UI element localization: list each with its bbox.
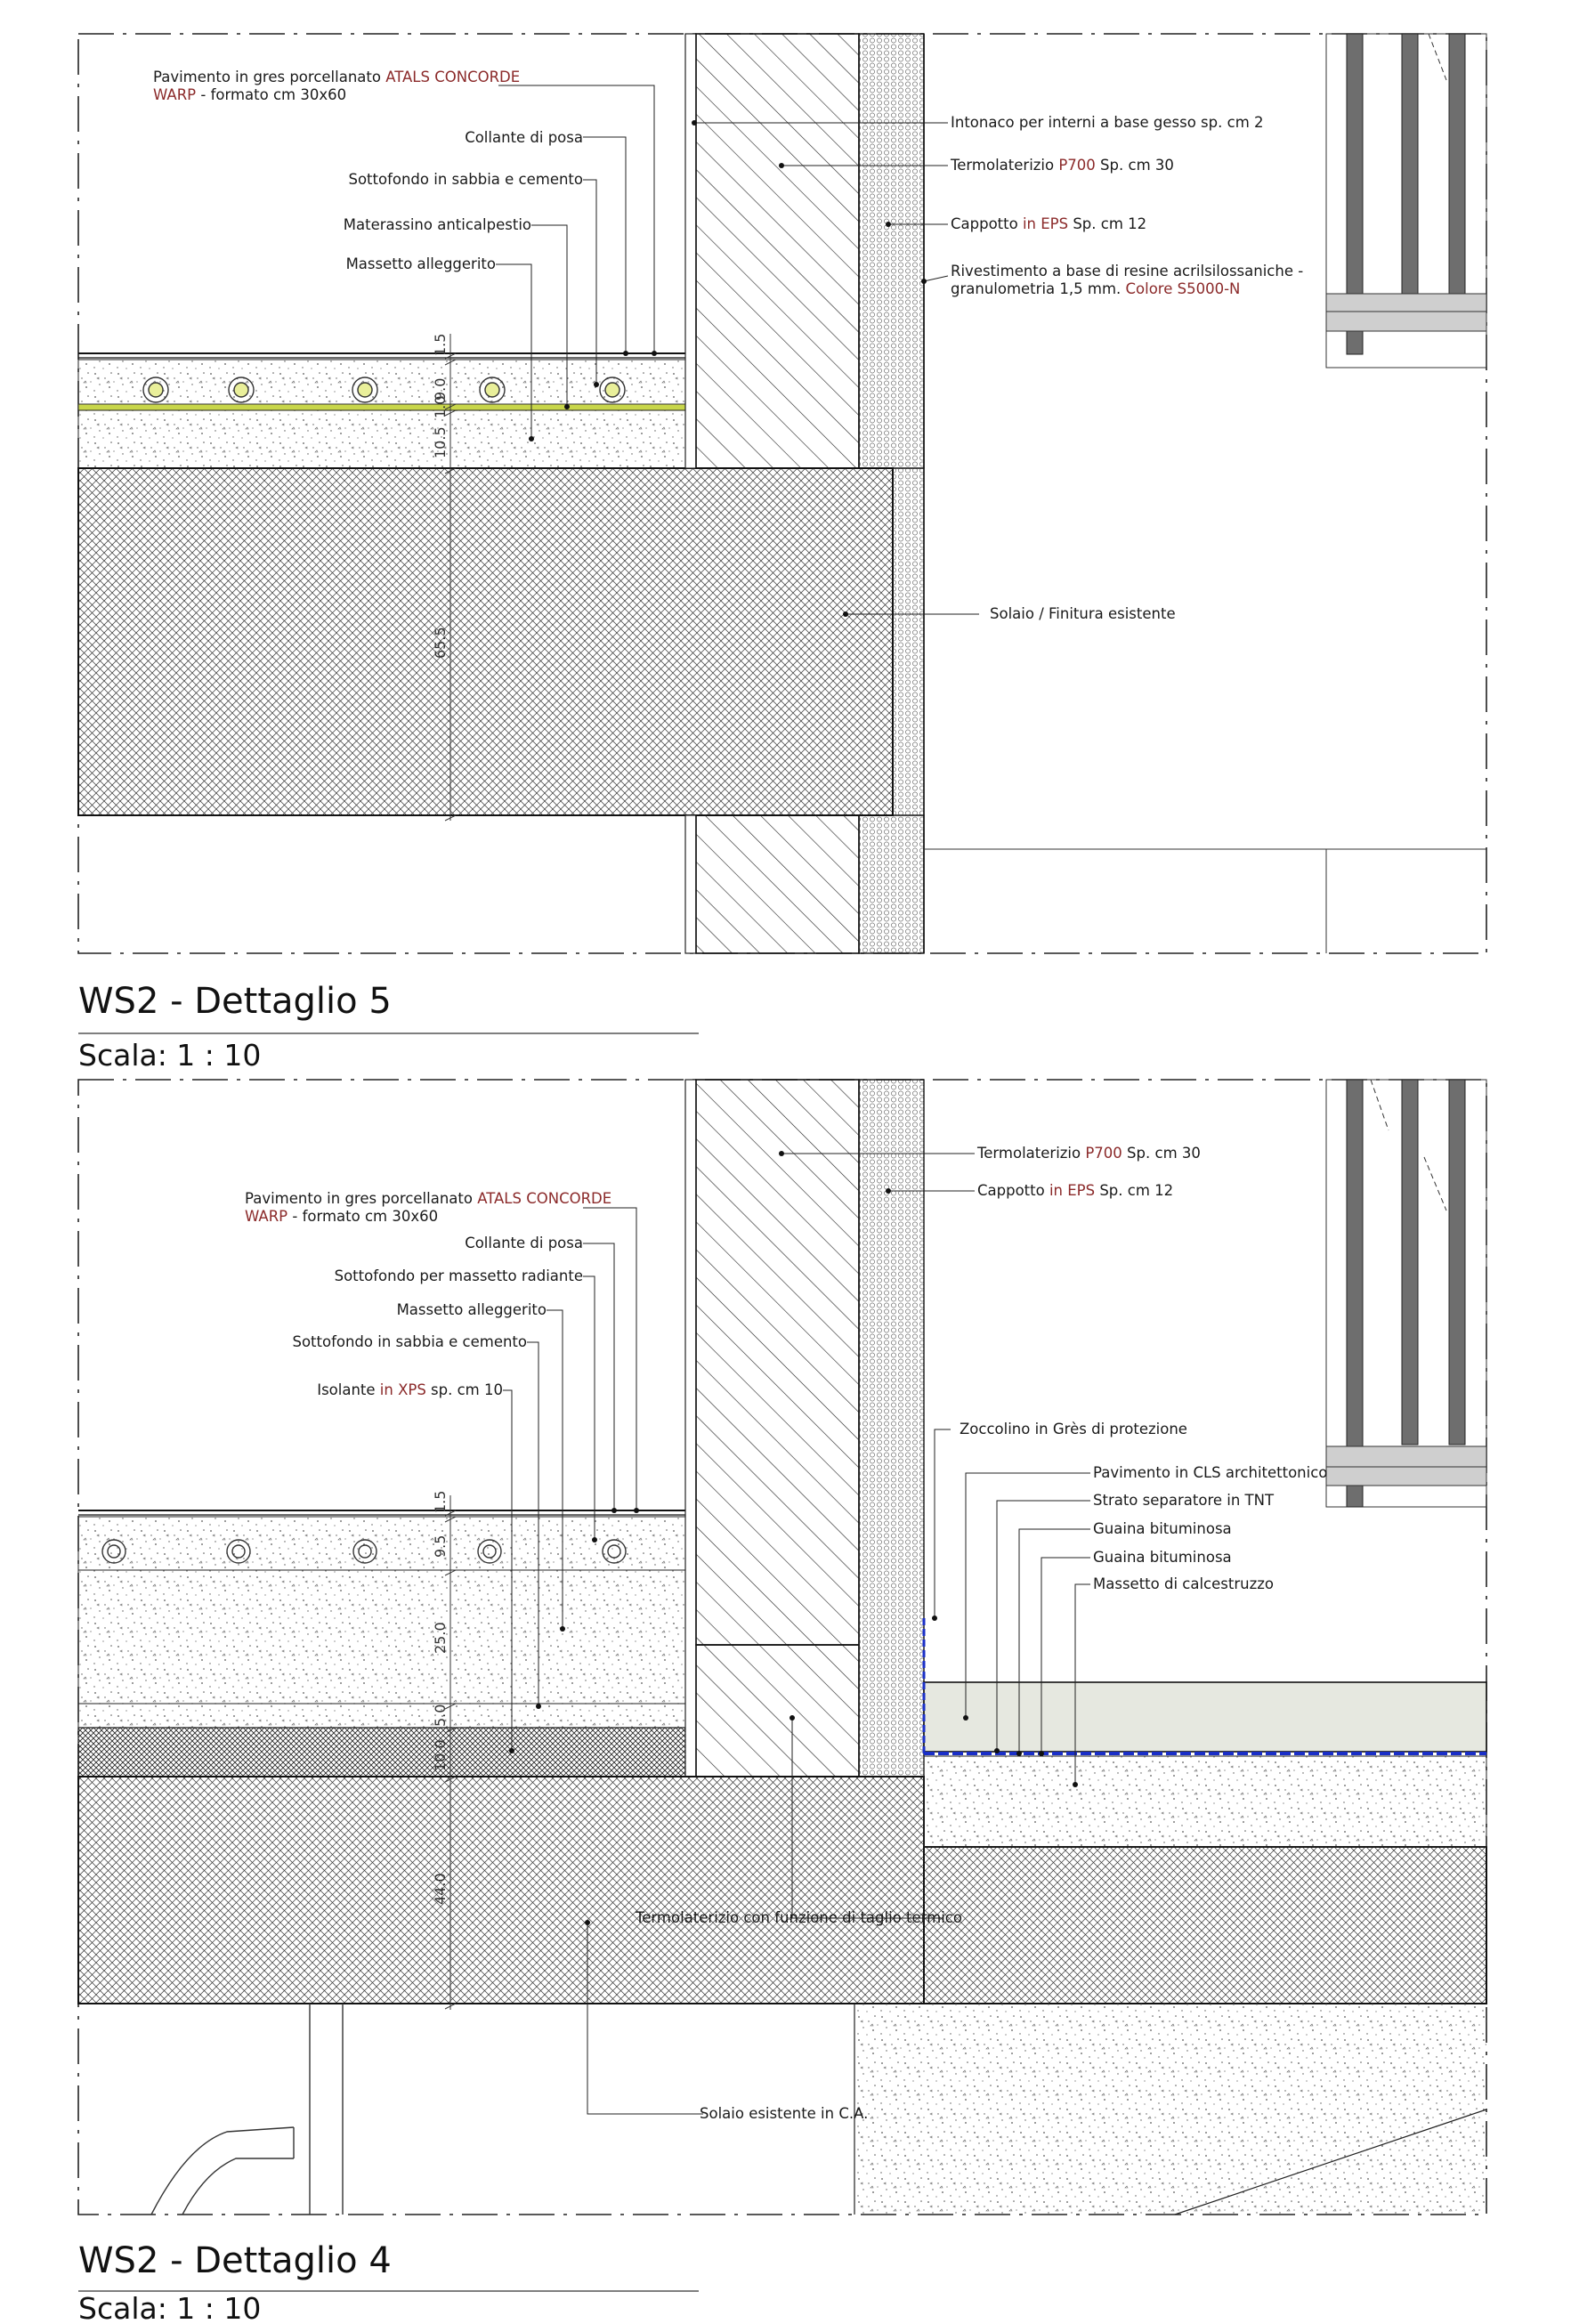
plaster-layer-d5 (684, 33, 697, 469)
label-acoustic-mat-d5: Materassino anticalpestio (344, 216, 531, 233)
cls-floor-d4 (923, 1681, 1487, 1753)
label-tnt-d4: Strato separatore in TNT (1093, 1492, 1275, 1509)
dimension-line-d4 (444, 1495, 457, 2010)
label-screed-base-d5: Sottofondo in sabbia e cemento (348, 171, 583, 188)
brick-wall-d4 (695, 1079, 860, 1646)
dim-d4-4: 5.0 (432, 1705, 449, 1727)
label-bitumen-1-d4: Guaina bituminosa (1093, 1520, 1232, 1537)
eps-layer-d4 (858, 1079, 925, 1777)
dim-d5-2: 9.0 (432, 378, 449, 401)
brick-wall-d5 (695, 33, 860, 469)
label-screed-base-d4: Sottofondo in sabbia e cemento (292, 1333, 527, 1350)
dim-d5-3: 1.0 (432, 396, 449, 418)
label-floor-tiles-d4: Pavimento in gres porcellanato ATALS CON… (245, 1190, 611, 1207)
label-slab-d5: Solaio / Finitura esistente (990, 605, 1176, 622)
label-eps-d5: Cappotto in EPS Sp. cm 12 (951, 215, 1146, 232)
existing-slab-d4 (77, 1776, 925, 2004)
detail-4: 1.5 9.5 25.0 5.0 10.0 44.0 (77, 1079, 1487, 2324)
acoustic-mat-layer (77, 403, 686, 411)
label-radiant-base-d4: Sottofondo per massetto radiante (335, 1267, 583, 1284)
label-thermal-break-d4: Termolaterizio con funzione di taglio te… (635, 1909, 962, 1926)
label-bitumen-2-d4: Guaina bituminosa (1093, 1549, 1232, 1566)
label-floor-tiles-d5: Pavimento in gres porcellanato ATALS CON… (153, 69, 520, 85)
slab-d5 (77, 467, 894, 816)
label-light-screed-d5: Massetto alleggerito (346, 255, 496, 272)
label-plaster-d5: Intonaco per interni a base gesso sp. cm… (951, 114, 1264, 131)
window-frame-d5 (1325, 33, 1487, 368)
detail-4-title: WS2 - Dettaglio 4 (78, 2240, 392, 2281)
label-cls-floor-d4: Pavimento in CLS architettonico (1093, 1464, 1327, 1481)
dim-d5-4: 10.5 (432, 426, 449, 458)
label-xps-d4: Isolante in XPS sp. cm 10 (317, 1381, 503, 1398)
dim-d4-3: 25.0 (432, 1622, 449, 1654)
label-concrete-screed-d4: Massetto di calcestruzzo (1093, 1575, 1274, 1592)
dim-d5-5: 65.5 (432, 627, 449, 659)
label-existing-slab-d4: Solaio esistente in C.A. (700, 2105, 868, 2122)
detail-5-scale: Scala: 1 : 10 (78, 1038, 261, 1073)
label-brick-d5: Termolaterizio P700 Sp. cm 30 (950, 157, 1174, 174)
detail-4-scale: Scala: 1 : 10 (78, 2291, 261, 2324)
xps-insulation-d4 (77, 1727, 686, 1777)
label-floor-tiles-line2-d4: WARP - formato cm 30x60 (245, 1208, 438, 1225)
label-glue-d4: Collante di posa (465, 1235, 583, 1251)
dimension-line-d5 (444, 334, 457, 822)
heating-pipes-d5 (142, 377, 626, 403)
window-frame-d4 (1325, 1079, 1487, 1508)
concrete-screed-d4 (923, 1755, 1487, 1848)
eps-layer-d5 (858, 33, 925, 469)
label-coating-line2-d5: granulometria 1,5 mm. Colore S5000-N (951, 280, 1240, 297)
detail-5: 1.5 9.0 1.0 10.5 65.5 Pavimento in gres … (77, 33, 1487, 1073)
dim-d4-1: 1.5 (432, 1491, 449, 1513)
detail-5-title: WS2 - Dettaglio 5 (78, 981, 392, 1022)
thermal-break-brick-d4 (695, 1644, 860, 1777)
floor-build-up-d4 (77, 1510, 686, 1777)
leaders-d4 (503, 1153, 1090, 2115)
heating-pipes-d4 (101, 1539, 627, 1564)
label-eps-d4: Cappotto in EPS Sp. cm 12 (977, 1182, 1173, 1199)
label-coating-d5: Rivestimento a base di resine acrilsilos… (951, 263, 1303, 279)
dim-d4-2: 9.5 (432, 1535, 449, 1558)
label-brick-d4: Termolaterizio P700 Sp. cm 30 (976, 1145, 1201, 1162)
dim-d5-1: 1.5 (432, 334, 449, 356)
leaders-d5 (496, 85, 979, 615)
dim-d4-5: 10.0 (432, 1739, 449, 1771)
label-floor-tiles-line2-d5: WARP - formato cm 30x60 (153, 86, 346, 103)
label-skirting-d4: Zoccolino in Grès di protezione (960, 1421, 1187, 1437)
dim-d4-6: 44.0 (432, 1873, 449, 1905)
floor-build-up-d5 (77, 352, 686, 469)
label-glue-d5: Collante di posa (465, 129, 583, 146)
drain-pipe-d4 (150, 2004, 344, 2215)
label-light-screed-d4: Massetto alleggerito (397, 1301, 547, 1318)
